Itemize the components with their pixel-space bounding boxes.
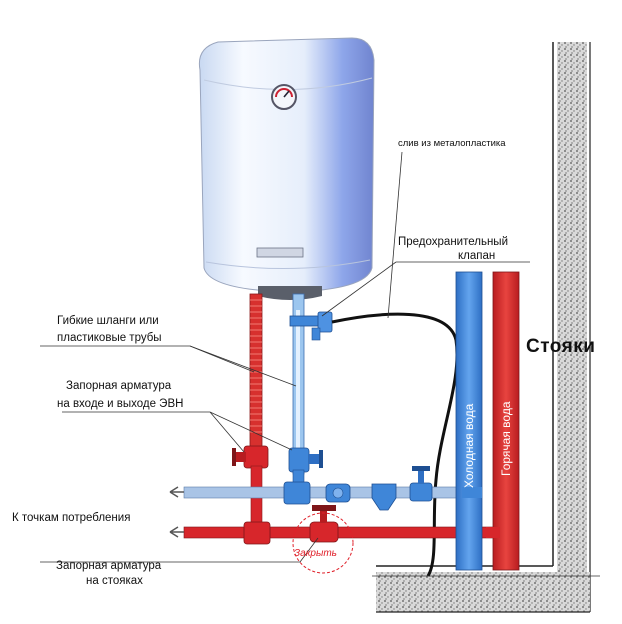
- hoses-label-2: пластиковые трубы: [57, 332, 162, 344]
- drain-hose: [331, 312, 459, 577]
- to-points-label: К точкам потребления: [12, 512, 130, 524]
- close-label: Закрыть: [294, 548, 337, 559]
- wall: [376, 42, 591, 613]
- drain-label: слив из металопластика: [398, 138, 506, 149]
- cold-riser-connection: [462, 487, 482, 498]
- hot-riser-connection: [486, 527, 500, 538]
- water-heater-tank: [198, 37, 375, 300]
- arrow-left-icon: [169, 526, 184, 538]
- cold-inlet-shutoff-valve: [288, 447, 323, 473]
- shutoff-evn-label-1: Запорная арматура: [66, 380, 172, 392]
- hot-water-riser: [492, 271, 520, 571]
- safety-valve-label-2: клапан: [458, 250, 495, 262]
- safety-valve: [289, 311, 333, 341]
- hoses-label-1: Гибкие шланги или: [57, 315, 159, 327]
- cold-water-riser: [455, 271, 483, 571]
- shutoff-evn-label-2: на входе и выходе ЭВН: [57, 398, 183, 410]
- hot-water-label: Горячая вода: [499, 401, 513, 476]
- hot-distribution-pipe: [183, 505, 495, 545]
- thermometer-gauge-icon: [271, 84, 297, 110]
- tank-nameplate: [256, 247, 304, 258]
- shutoff-risers-label-1: Запорная арматура: [56, 560, 162, 572]
- close-highlight-circle: [292, 512, 354, 574]
- shutoff-risers-label-2: на стояках: [86, 575, 143, 587]
- arrow-left-icon: [169, 486, 184, 498]
- hot-flex-hose: [249, 293, 263, 455]
- safety-valve-label-1: Предохранительный: [398, 236, 508, 248]
- cold-water-label: Холодная вода: [462, 403, 476, 488]
- hot-outlet-shutoff-valve: [232, 445, 269, 469]
- cold-distribution-pipe: [183, 466, 467, 511]
- leader-lines: [40, 151, 530, 563]
- risers-label: Стояки: [526, 336, 595, 357]
